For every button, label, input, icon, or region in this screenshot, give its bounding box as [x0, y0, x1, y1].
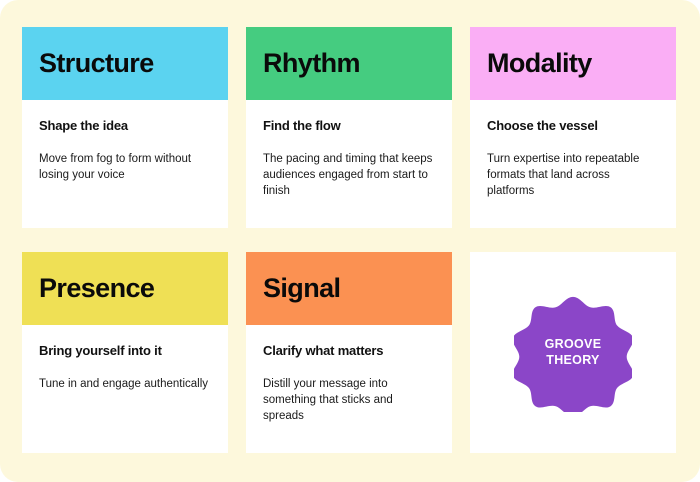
card-presence[interactable]: Presence Bring yourself into it Tune in … — [22, 252, 228, 453]
card-subtitle: Clarify what matters — [263, 343, 384, 358]
card-body-presence: Bring yourself into it Tune in and engag… — [22, 325, 228, 453]
card-text: Tune in and engage authentically — [39, 377, 209, 390]
card-text: Distill your message into something that… — [263, 377, 393, 423]
card-body-modality: Choose the vessel Turn expertise into re… — [470, 100, 676, 228]
badge-line-1: GROOVE — [544, 337, 602, 352]
badge-wrap: GROOVE THEORY — [470, 252, 676, 453]
card-subtitle: Shape the idea — [39, 118, 128, 133]
card-header-structure: Structure — [22, 27, 228, 100]
card-subtitle: Choose the vessel — [487, 118, 598, 133]
card-body-structure: Shape the idea Move from fog to form wit… — [22, 100, 228, 228]
card-header-signal: Signal — [246, 252, 452, 325]
card-header-modality: Modality — [470, 27, 676, 100]
card-structure[interactable]: Structure Shape the idea Move from fog t… — [22, 27, 228, 228]
card-subtitle: Find the flow — [263, 118, 341, 133]
card-subtitle: Bring yourself into it — [39, 343, 162, 358]
card-title: Structure — [39, 48, 154, 78]
card-title: Modality — [487, 48, 592, 78]
card-header-presence: Presence — [22, 252, 228, 325]
card-rhythm[interactable]: Rhythm Find the flow The pacing and timi… — [246, 27, 452, 228]
groove-theory-badge[interactable]: GROOVE THEORY — [514, 294, 632, 412]
card-title: Rhythm — [263, 48, 361, 78]
badge-label: GROOVE THEORY — [545, 337, 602, 368]
card-header-rhythm: Rhythm — [246, 27, 452, 100]
card-text: The pacing and timing that keeps audienc… — [263, 152, 433, 198]
card-signal[interactable]: Signal Clarify what matters Distill your… — [246, 252, 452, 453]
card-brand-badge: GROOVE THEORY — [470, 252, 676, 453]
starburst-icon — [514, 296, 632, 412]
badge-line-2: THEORY — [546, 352, 600, 367]
card-body-rhythm: Find the flow The pacing and timing that… — [246, 100, 452, 228]
card-body-signal: Clarify what matters Distill your messag… — [246, 325, 452, 453]
card-modality[interactable]: Modality Choose the vessel Turn expertis… — [470, 27, 676, 228]
card-grid: Structure Shape the idea Move from fog t… — [22, 27, 678, 453]
card-text: Turn expertise into repeatable formats t… — [487, 152, 640, 198]
card-title: Signal — [263, 273, 341, 303]
card-title: Presence — [39, 273, 155, 303]
card-text: Move from fog to form without losing you… — [39, 152, 192, 181]
